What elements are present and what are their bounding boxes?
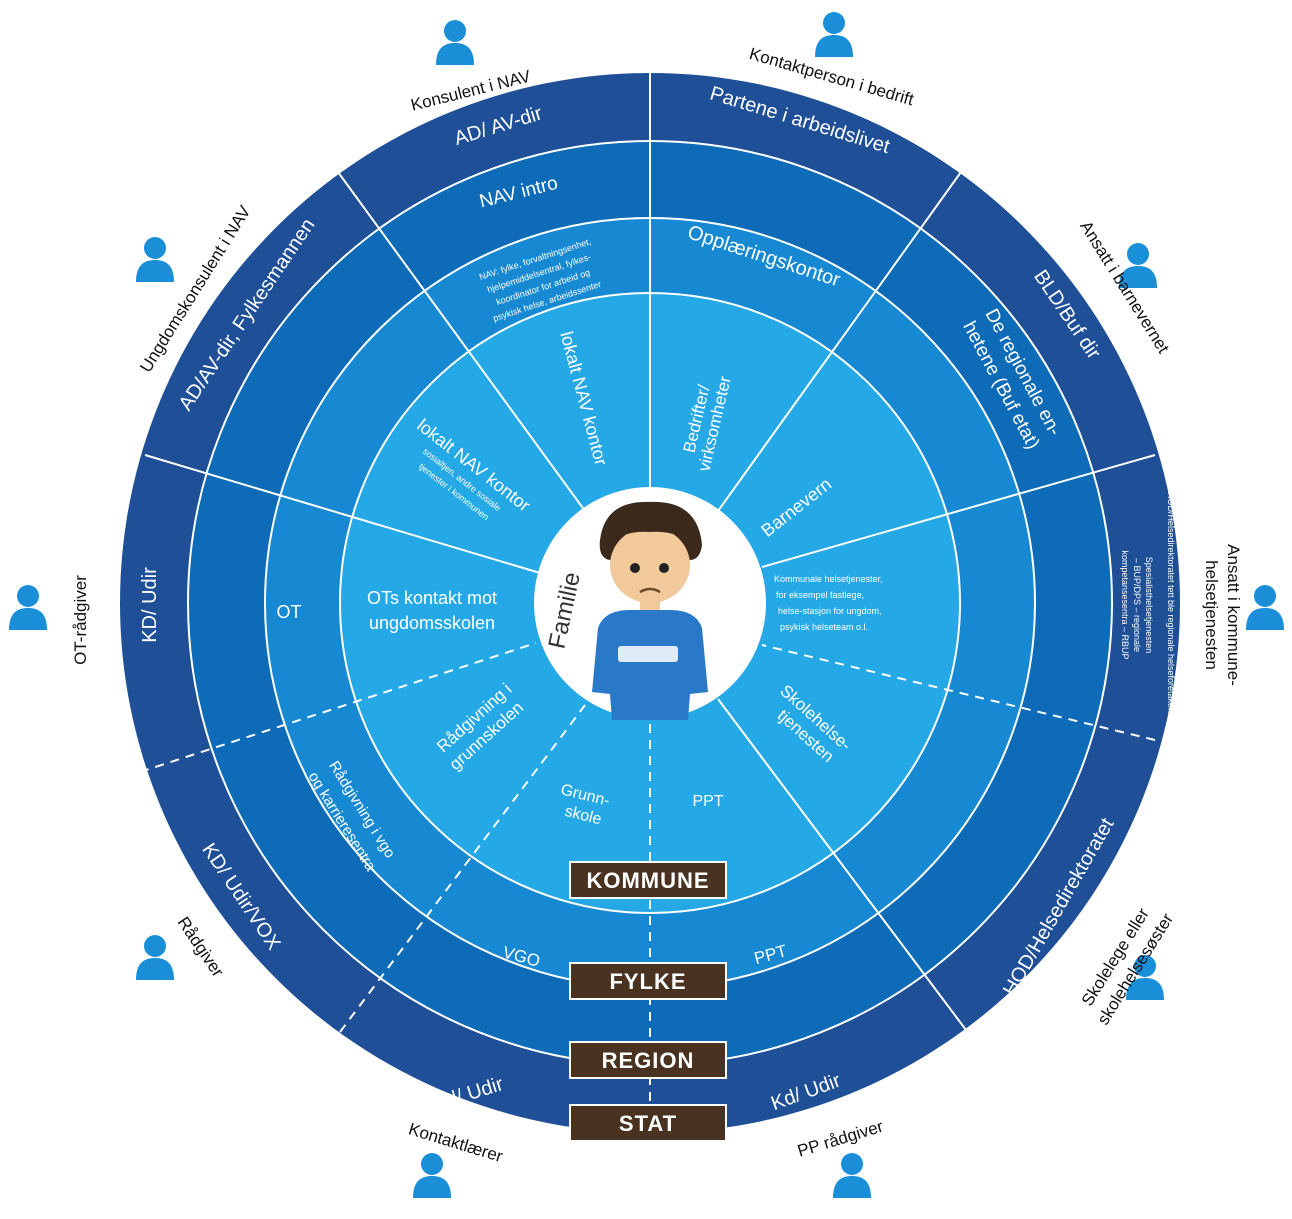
svg-text:helse-stasjon for ungdom,: helse-stasjon for ungdom, [778,606,882,616]
person-icon [1246,585,1284,630]
svg-text:Spesialisthelsetjenesten: Spesialisthelsetjenesten [1144,557,1154,654]
svg-text:OT-rådgiver: OT-rådgiver [71,575,90,665]
svg-text:helsetjenesten: helsetjenesten [1202,560,1221,670]
person-icon [833,1153,871,1198]
person-icon [436,20,474,65]
svg-text:Ansatt i kommune-: Ansatt i kommune- [1224,544,1243,686]
svg-text:FYLKE: FYLKE [609,969,686,994]
sector-dividers [144,73,1156,1031]
svg-text:OT: OT [277,602,302,622]
level-kommune: KOMMUNE [569,861,727,899]
person-icon [413,1153,451,1198]
svg-text:kompetansesentra – RBUP: kompetansesentra – RBUP [1120,550,1130,659]
person-icon [136,935,174,980]
svg-text:OTs kontakt mot: OTs kontakt mot [367,588,497,608]
svg-text:Kontaktlærer: Kontaktlærer [406,1119,505,1166]
svg-text:for eksempel fastlege,: for eksempel fastlege, [776,590,864,600]
svg-text:REGION: REGION [602,1048,695,1073]
person-icon [136,237,174,282]
svg-text:PPT: PPT [692,793,723,810]
svg-text:STAT: STAT [619,1111,677,1136]
svg-text:Rådgiver: Rådgiver [174,913,228,980]
person-icon [9,585,47,630]
svg-text:HOD/Helsedirektoratet tett ble: HOD/Helsedirektoratet tett ble regionale… [1166,492,1176,718]
svg-text:PP rådgiver: PP rådgiver [795,1117,886,1161]
svg-text:KD/ Udir: KD/ Udir [139,567,161,643]
svg-text:– BUP/DPS – regionale: – BUP/DPS – regionale [1132,558,1142,652]
child-illustration [592,501,708,720]
level-fylke: FYLKE [569,962,727,1000]
svg-text:Kommunale helsetjenester,: Kommunale helsetjenester, [774,574,883,584]
person-icon [815,12,853,57]
level-region: REGION [569,1041,727,1079]
svg-text:psykisk helseteam o.l.: psykisk helseteam o.l. [780,622,868,632]
svg-text:KOMMUNE: KOMMUNE [586,868,709,893]
svg-text:ungdomsskolen: ungdomsskolen [369,613,495,633]
level-stat: STAT [569,1104,727,1142]
